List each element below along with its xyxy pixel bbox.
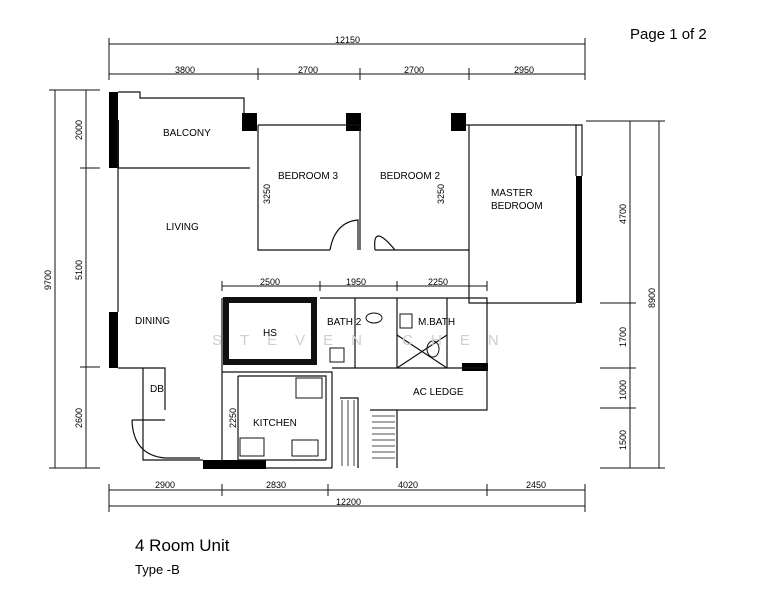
dim-right-seg-4: 1500 [618,430,628,450]
unit-type: Type -B [135,562,180,577]
dim-left-total: 9700 [43,270,53,290]
dim-right-total: 8900 [647,288,657,308]
appliance [295,377,323,399]
room-hs: HS [263,328,277,339]
dim-bottom-seg-2: 2830 [266,480,286,490]
column-balcony [242,113,257,131]
wall-master-east [576,176,582,303]
wall-ac-ledge [462,363,488,371]
stove [239,437,265,457]
dim-interior-1: 2500 [260,277,280,287]
basin-mbath [399,313,413,329]
column-2 [451,113,466,131]
toilet-mbath [426,340,440,358]
basin-bath2 [329,347,345,363]
room-dining: DINING [135,316,170,327]
kitchen-walls [221,298,333,469]
sink [291,439,319,457]
toilet-bath2 [365,312,383,324]
dim-interior-2: 1950 [346,277,366,287]
dim-right-seg-3: 1000 [618,380,628,400]
room-db: DB [150,384,164,395]
entry-door [131,419,200,459]
wall-west-upper [109,92,118,168]
stair-outline [340,397,397,468]
dim-bottom-seg-1: 2900 [155,480,175,490]
dim-bottom-seg-4: 2450 [526,480,546,490]
room-master-line2: BEDROOM [491,201,543,212]
dim-right-seg-2: 1700 [618,327,628,347]
dim-left-seg-3: 2600 [74,408,84,428]
living-west [117,168,143,369]
master-walls [466,124,583,304]
dim-bedroom3-depth: 3250 [262,184,272,204]
room-master-line1: MASTER [491,188,533,199]
wall-west-lower [109,312,118,368]
watermark: STEVEN CHEN [212,332,517,349]
bedroom2-bedroom3-doors [329,219,396,251]
dim-top-seg-4: 2950 [514,65,534,75]
balcony-outline [118,91,250,169]
room-ac-ledge: AC LEDGE [413,387,464,398]
mbath-shower [396,334,448,369]
dim-bottom-total: 12200 [336,497,361,507]
dim-left-seg-2: 5100 [74,260,84,280]
room-kitchen: KITCHEN [253,418,297,429]
dim-top-total: 12150 [335,35,360,45]
dim-bedroom2-depth: 3250 [436,184,446,204]
unit-title: 4 Room Unit [135,536,230,555]
dim-top-seg-3: 2700 [404,65,424,75]
column-1 [346,113,361,131]
hs-outline [223,297,317,365]
room-bath2: BATH 2 [327,317,362,328]
dim-kitchen-depth: 2250 [228,408,238,428]
dim-left-seg-1: 2000 [74,120,84,140]
bedroom3-walls [257,124,360,251]
db-outline [142,367,203,461]
room-bedroom2: BEDROOM 2 [380,171,440,182]
room-bedroom3: BEDROOM 3 [278,171,338,182]
kitchen-counter [237,375,327,461]
room-mbath: M.BATH [418,317,455,328]
dim-right-seg-1: 4700 [618,204,628,224]
page-label: Page 1 of 2 [630,26,707,43]
room-living: LIVING [166,222,199,233]
service-walls [320,297,488,468]
dim-interior-3: 2250 [428,277,448,287]
wall-kitchen-south [203,460,266,469]
dim-top-seg-2: 2700 [298,65,318,75]
bedroom2-walls [359,125,470,251]
room-balcony: BALCONY [163,128,211,139]
dim-top-seg-1: 3800 [175,65,195,75]
dim-bottom-seg-3: 4020 [398,480,418,490]
bath-walls [354,298,448,368]
